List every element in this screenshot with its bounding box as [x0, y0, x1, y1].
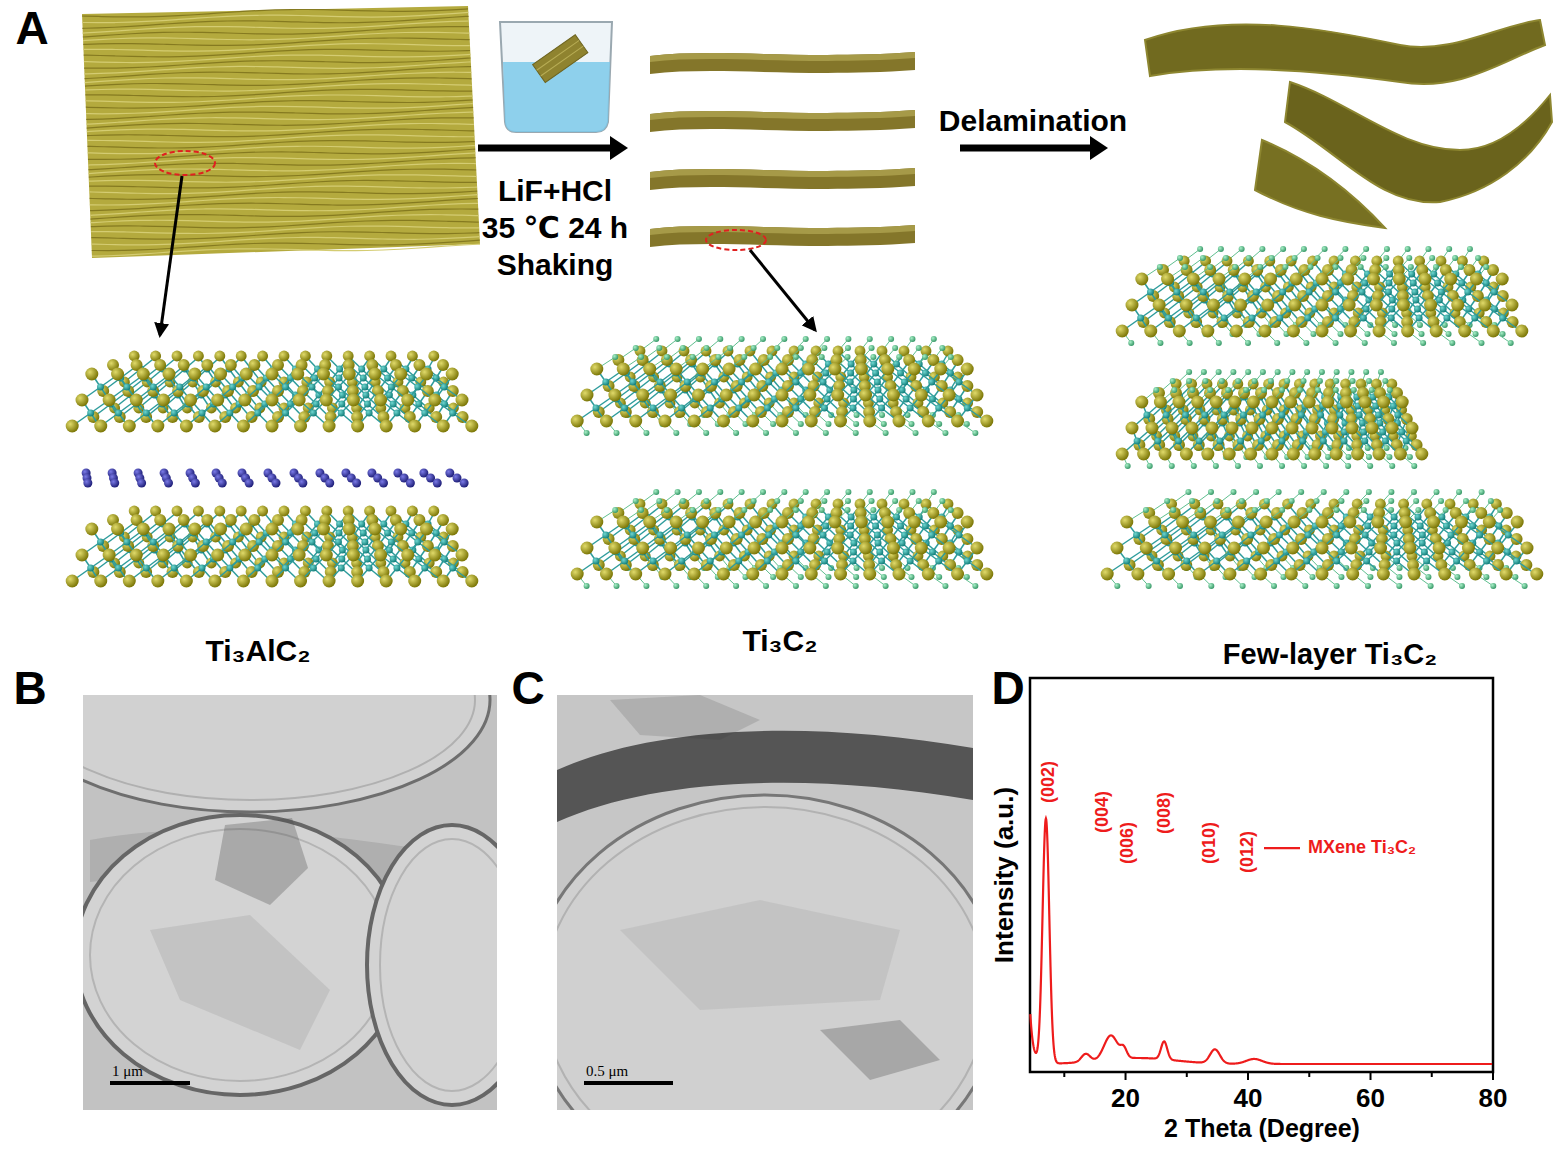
figure-stage: ALiF+HCl35 ℃ 24 hShakingDelaminationTi₃A…	[0, 0, 1568, 1149]
